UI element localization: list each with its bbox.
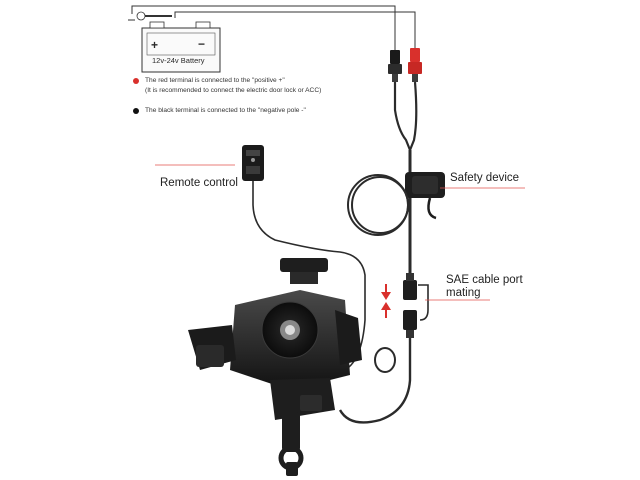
phone-holder-icon <box>188 258 362 420</box>
battery-lead-second <box>174 11 416 50</box>
cable-to-holder <box>338 338 412 424</box>
battery-plus: + <box>151 38 159 52</box>
note-red-line2: (It is recommended to connect the electr… <box>145 87 322 94</box>
red-bullet <box>133 78 139 84</box>
sae-connector-icon <box>403 273 417 338</box>
handlebar-clamp-icon <box>278 412 304 476</box>
sae-side-cable <box>418 284 429 321</box>
black-terminal-icon <box>388 50 402 82</box>
battery-lead-top <box>131 5 396 50</box>
battery-label: 12v-24v Battery <box>152 56 205 65</box>
battery-icon <box>141 21 221 73</box>
callout-sae-line1: SAE cable port <box>446 274 523 286</box>
arrow-up-icon <box>381 302 391 318</box>
note-black-line: The black terminal is connected to the "… <box>145 107 306 114</box>
red-terminal-icon <box>408 48 422 82</box>
battery-minus: − <box>198 37 206 51</box>
safety-device-icon <box>405 172 445 220</box>
arrow-down-icon <box>381 284 391 300</box>
ring-terminal-icon <box>128 11 172 21</box>
callout-safety-device: Safety device <box>450 172 520 184</box>
note-red-line1: The red terminal is connected to the "po… <box>145 77 285 84</box>
remote-control-icon <box>242 145 264 181</box>
small-cable-loop <box>374 347 396 373</box>
coiled-cable <box>347 174 409 236</box>
cable-from-terminals <box>393 81 418 153</box>
remote-cable <box>252 181 366 371</box>
callout-sae-line2: mating <box>446 287 481 299</box>
black-bullet <box>133 108 139 114</box>
callout-remote-control: Remote control <box>160 177 238 189</box>
